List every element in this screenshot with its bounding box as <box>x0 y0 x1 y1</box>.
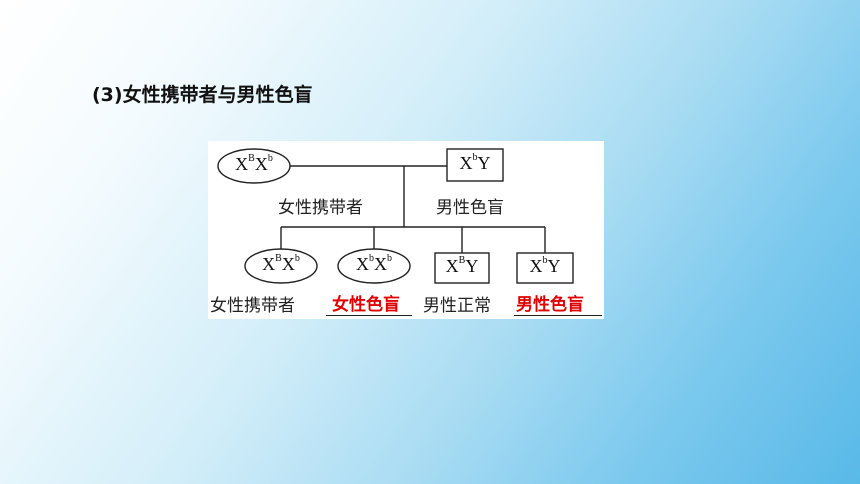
mother-genotype: XBXb <box>235 153 273 174</box>
child-3-label: 男性正常 <box>423 296 491 316</box>
child-1-label: 女性携带者 <box>210 296 295 316</box>
child-2-symbol <box>337 248 411 284</box>
father-symbol <box>446 148 504 182</box>
father-genotype: XbY <box>459 152 491 173</box>
mother-label: 女性携带者 <box>278 198 363 218</box>
pedigree-lines <box>217 148 574 284</box>
child-4-answer-blank <box>514 315 602 316</box>
pedigree-diagram: XBXb XbY 女性携带者 男性色盲 XBXb XbXb XBY XbY 女性… <box>208 141 604 319</box>
child-2-answer-blank <box>326 315 412 316</box>
child-4-symbol <box>516 252 574 284</box>
child-4-label-answer: 男性色盲 <box>516 295 584 315</box>
child-3-genotype: XBY <box>445 255 479 276</box>
section-heading: (3)女性携带者与男性色盲 <box>92 84 313 106</box>
child-4-genotype: XbY <box>529 255 561 276</box>
child-2-label-answer: 女性色盲 <box>332 295 400 315</box>
father-label: 男性色盲 <box>436 198 504 218</box>
child-3-symbol <box>434 252 490 284</box>
child-1-genotype: XBXb <box>262 253 300 274</box>
child-1-symbol <box>244 248 318 284</box>
child-2-genotype: XbXb <box>356 253 392 274</box>
